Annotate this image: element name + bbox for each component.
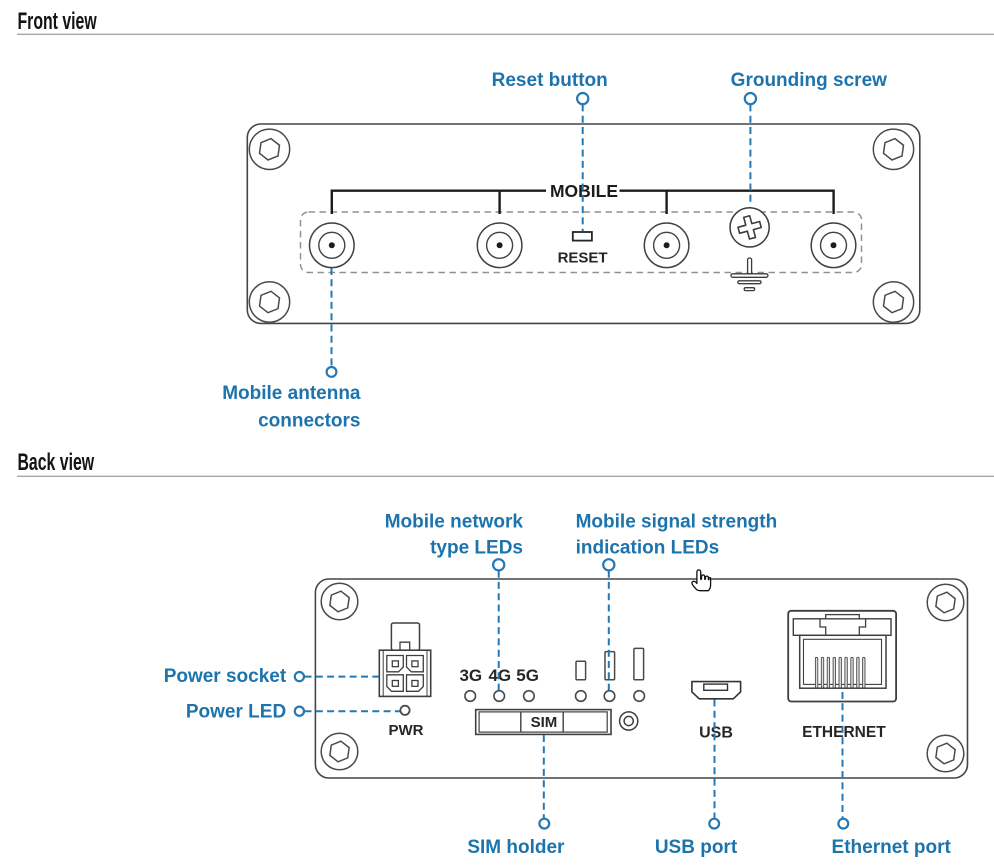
svg-text:Reset button: Reset button [492, 70, 608, 91]
svg-text:Mobile antenna: Mobile antenna [222, 383, 361, 404]
svg-text:type LEDs: type LEDs [430, 538, 523, 559]
svg-text:Mobile network: Mobile network [385, 512, 524, 533]
svg-text:USB port: USB port [655, 837, 738, 858]
svg-text:connectors: connectors [258, 410, 360, 431]
svg-text:MOBILE: MOBILE [550, 181, 618, 201]
svg-text:Ethernet port: Ethernet port [832, 837, 952, 858]
svg-text:USB: USB [699, 725, 733, 742]
svg-text:Mobile signal strength: Mobile signal strength [576, 512, 778, 533]
svg-text:Back view: Back view [18, 450, 95, 476]
svg-text:Front view: Front view [18, 9, 97, 35]
svg-text:4G: 4G [488, 666, 511, 685]
svg-text:3G: 3G [459, 666, 482, 685]
svg-text:Power socket: Power socket [164, 666, 287, 687]
svg-text:5G: 5G [516, 666, 539, 685]
svg-text:RESET: RESET [558, 249, 608, 266]
svg-text:Power LED: Power LED [186, 702, 286, 723]
svg-text:Grounding screw: Grounding screw [731, 70, 887, 91]
svg-text:indication LEDs: indication LEDs [576, 538, 720, 559]
svg-text:SIM: SIM [531, 714, 558, 731]
svg-text:SIM holder: SIM holder [467, 837, 565, 858]
svg-text:PWR: PWR [389, 722, 424, 739]
svg-text:ETHERNET: ETHERNET [802, 724, 886, 741]
